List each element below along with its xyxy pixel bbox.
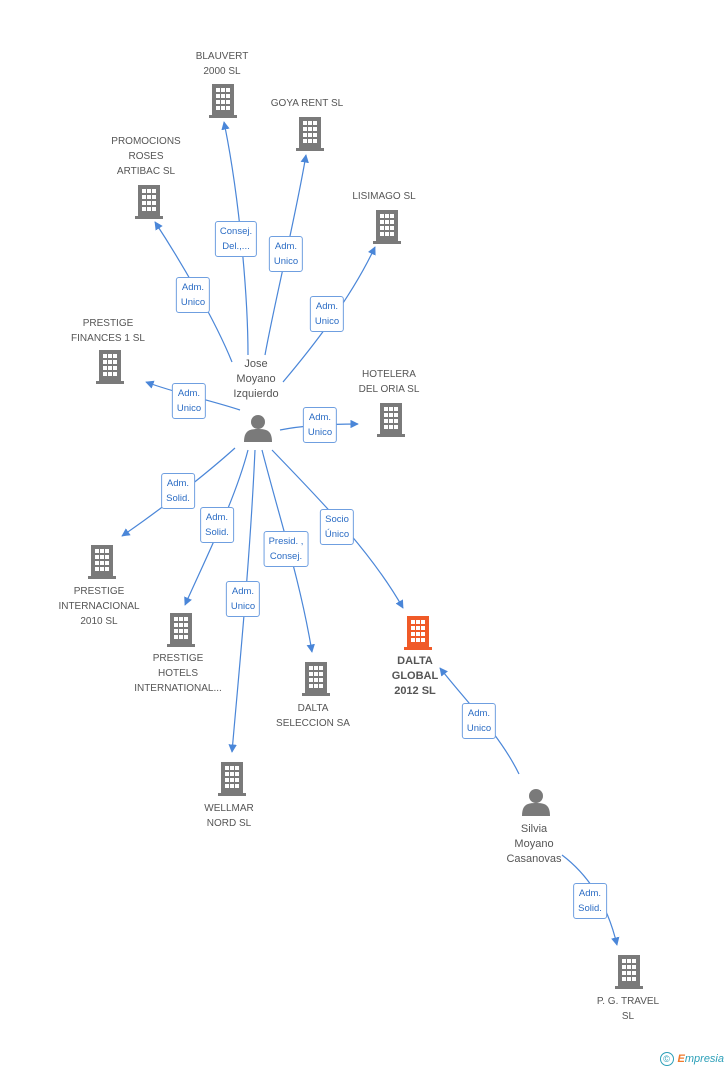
building-icon[interactable] — [373, 210, 401, 244]
node-label-prestige_fin[interactable]: PRESTIGE FINANCES 1 SL — [71, 318, 145, 344]
building-icon[interactable] — [615, 955, 643, 989]
node-label-blauvert[interactable]: BLAUVERT 2000 SL — [195, 51, 249, 77]
edge-label-jose-hotelera[interactable]: Adm. Unico — [302, 407, 338, 443]
edge-label-jose-promocions[interactable]: Adm. Unico — [175, 277, 211, 313]
node-label-lisimago[interactable]: LISIMAGO SL — [352, 191, 416, 202]
node-label-prestige_int[interactable]: PRESTIGE INTERNACIONAL 2010 SL — [58, 586, 140, 627]
node-label-dalta_glob[interactable]: DALTA GLOBAL 2012 SL — [391, 655, 439, 697]
edge-label-jose-dalta_sel[interactable]: Presid. , Consej. — [263, 531, 309, 567]
building-icon[interactable] — [296, 117, 324, 151]
edge-label-jose-blauvert[interactable]: Consej. Del.,... — [214, 221, 258, 257]
edge-label-jose-prestige_fin[interactable]: Adm. Unico — [171, 383, 207, 419]
edge-label-jose-lisimago[interactable]: Adm. Unico — [309, 296, 345, 332]
node-label-promocions[interactable]: PROMOCIONS ROSES ARTIBAC SL — [111, 136, 181, 177]
building-icon[interactable] — [377, 403, 405, 437]
person-icon[interactable] — [522, 789, 550, 816]
building-icon[interactable] — [167, 613, 195, 647]
building-icon[interactable] — [96, 350, 124, 384]
node-label-prestige_hot[interactable]: PRESTIGE HOTELS INTERNATIONAL... — [134, 653, 222, 694]
edge-label-jose-prestige_hot[interactable]: Adm. Solid. — [200, 507, 234, 543]
empresia-logo: ©Empresia — [659, 1052, 724, 1066]
node-label-silvia[interactable]: Silvia Moyano Casanovas — [506, 823, 562, 865]
building-icon[interactable] — [218, 762, 246, 796]
edge-label-silvia-dalta_glob[interactable]: Adm. Unico — [461, 703, 497, 739]
edge-label-jose-goya[interactable]: Adm. Unico — [268, 236, 304, 272]
node-label-jose[interactable]: Jose Moyano Izquierdo — [233, 358, 279, 400]
node-label-goya[interactable]: GOYA RENT SL — [270, 98, 344, 109]
node-label-pgtravel[interactable]: P. G. TRAVEL SL — [596, 996, 660, 1022]
building-icon[interactable] — [88, 545, 116, 579]
edge-label-jose-dalta_glob[interactable]: Socio Único — [319, 509, 355, 545]
building-icon[interactable] — [209, 84, 237, 118]
node-label-wellmar[interactable]: WELLMAR NORD SL — [204, 803, 254, 829]
edge-label-silvia-pgtravel[interactable]: Adm. Solid. — [573, 883, 607, 919]
building-icon[interactable] — [135, 185, 163, 219]
node-label-hotelera[interactable]: HOTELERA DEL ORIA SL — [358, 369, 420, 395]
edge-label-jose-wellmar[interactable]: Adm. Unico — [225, 581, 261, 617]
person-icon[interactable] — [244, 415, 272, 442]
edge-label-jose-prestige_int[interactable]: Adm. Solid. — [161, 473, 195, 509]
node-label-dalta_sel[interactable]: DALTA SELECCION SA — [276, 703, 350, 729]
building-icon[interactable] — [302, 662, 330, 696]
building-icon[interactable] — [404, 616, 432, 650]
copyright-icon: © — [659, 1052, 674, 1066]
